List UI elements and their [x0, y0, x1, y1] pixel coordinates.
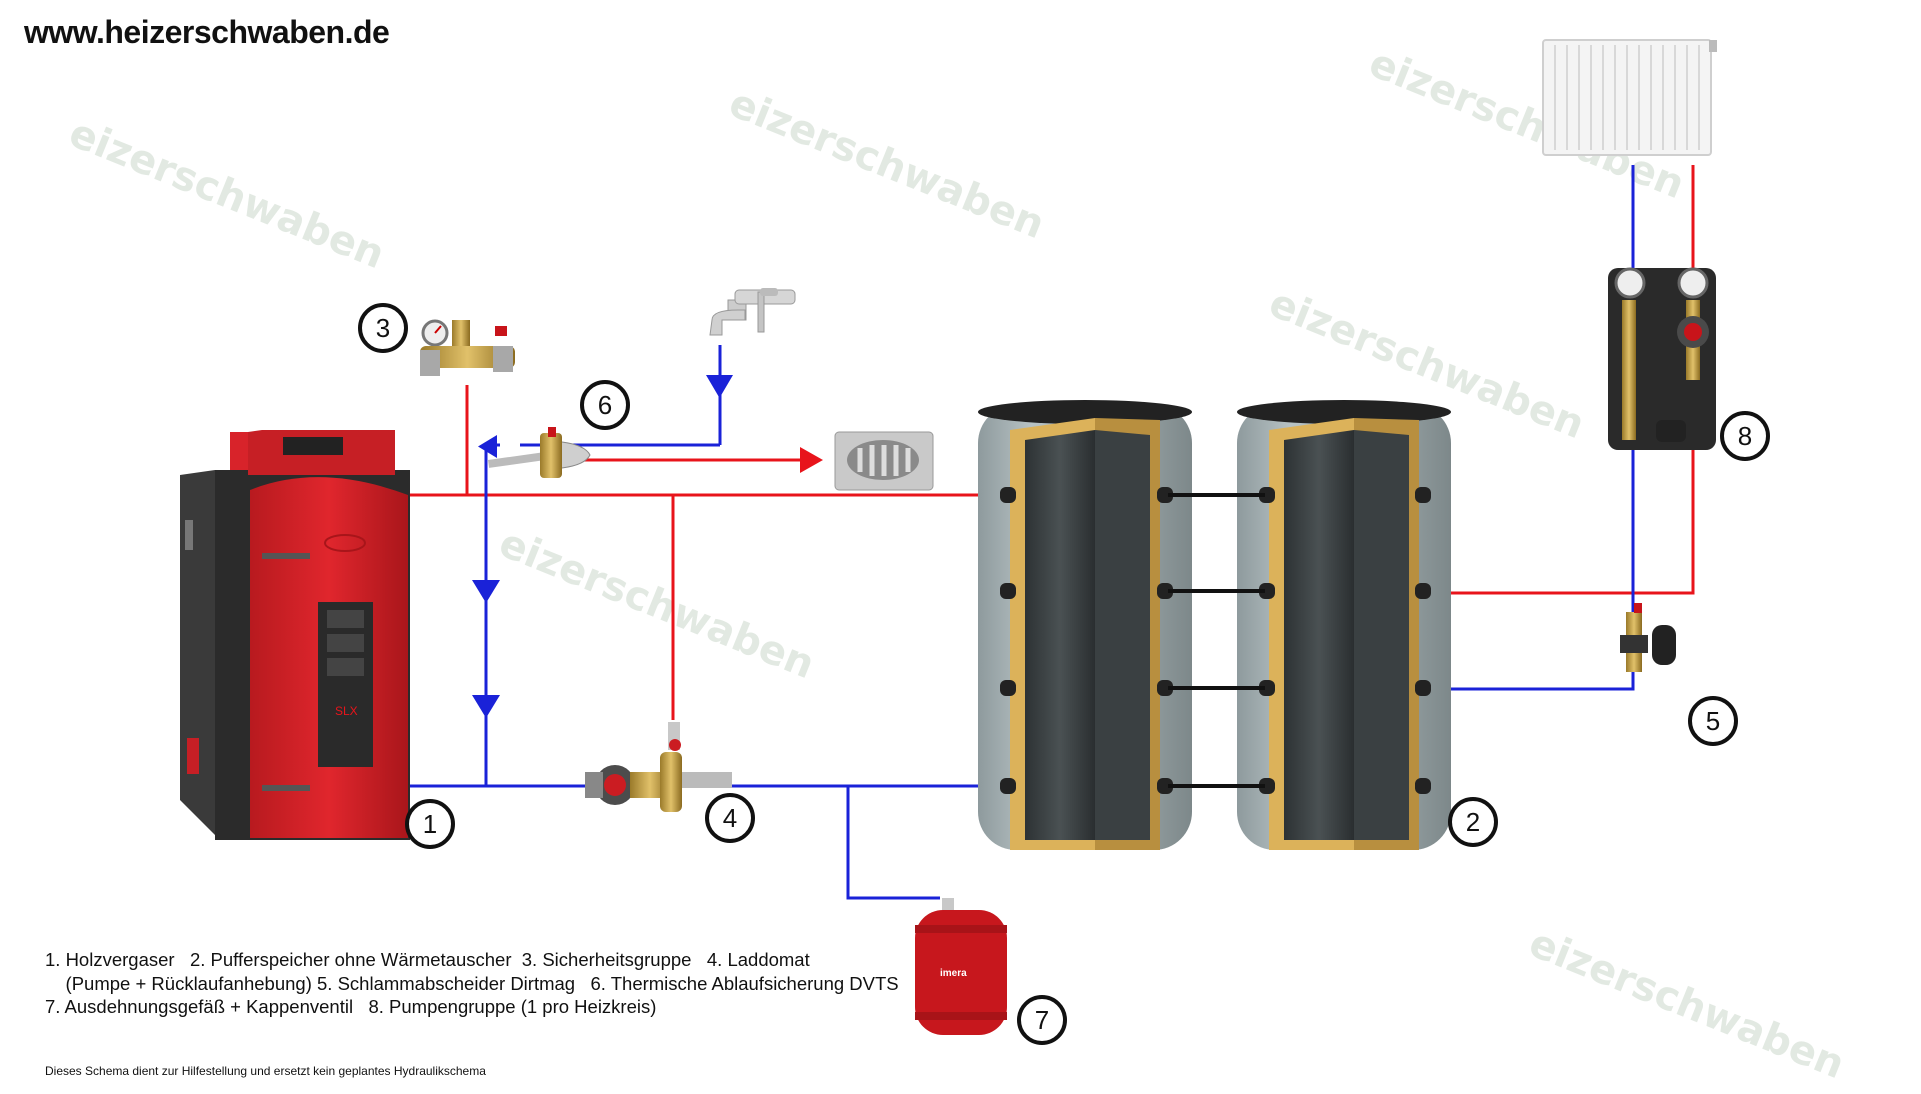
laddomat-pump-unit [585, 722, 732, 812]
boiler-model-label: SLX [335, 704, 358, 718]
badge-thermal-discharge: 6 [580, 380, 630, 430]
buffer-tank-1 [978, 400, 1192, 850]
floor-drain [834, 431, 934, 491]
badge-dirt-separator: 5 [1688, 696, 1738, 746]
cold-water-arrow [706, 375, 733, 398]
wood-gasification-boiler: SLX [180, 430, 410, 840]
badge-buffer-tanks: 2 [1448, 797, 1498, 847]
badge-laddomat: 4 [705, 793, 755, 843]
pump-group [1608, 267, 1716, 450]
flow-arrows [472, 375, 823, 718]
badge-boiler: 1 [405, 799, 455, 849]
badge-pump-group: 8 [1720, 411, 1770, 461]
vessel-brand-label: imera [940, 968, 967, 979]
radiator [1542, 39, 1717, 156]
return-arrow-left [478, 435, 497, 458]
safety-group [420, 319, 515, 376]
legend-line: (Pumpe + Rücklaufanhebung) 5. Schlammabs… [45, 972, 899, 994]
tank-connection-pipes [1168, 493, 1265, 788]
website-title: www.heizerschwaben.de [24, 14, 390, 50]
disclaimer: Dieses Schema dient zur Hilfestellung un… [45, 1064, 486, 1078]
badge-safety-group: 3 [358, 303, 408, 353]
thermal-discharge-valve [488, 427, 591, 478]
buffer-tank-2 [1237, 400, 1451, 850]
legend-line: 7. Ausdehnungsgefäß + Kappenventil 8. Pu… [45, 996, 657, 1017]
return-arrow-down [472, 580, 500, 603]
return-arrow-down [472, 695, 500, 718]
drain-arrow [800, 447, 823, 473]
water-tap [709, 288, 796, 336]
legend-line: 1. Holzvergaser 2. Pufferspeicher ohne W… [45, 949, 810, 970]
legend: 1. Holzvergaser 2. Pufferspeicher ohne W… [45, 948, 899, 1019]
expansion-vessel: imera [915, 898, 1007, 1035]
dirt-separator [1620, 603, 1676, 672]
badge-expansion-vessel: 7 [1017, 995, 1067, 1045]
